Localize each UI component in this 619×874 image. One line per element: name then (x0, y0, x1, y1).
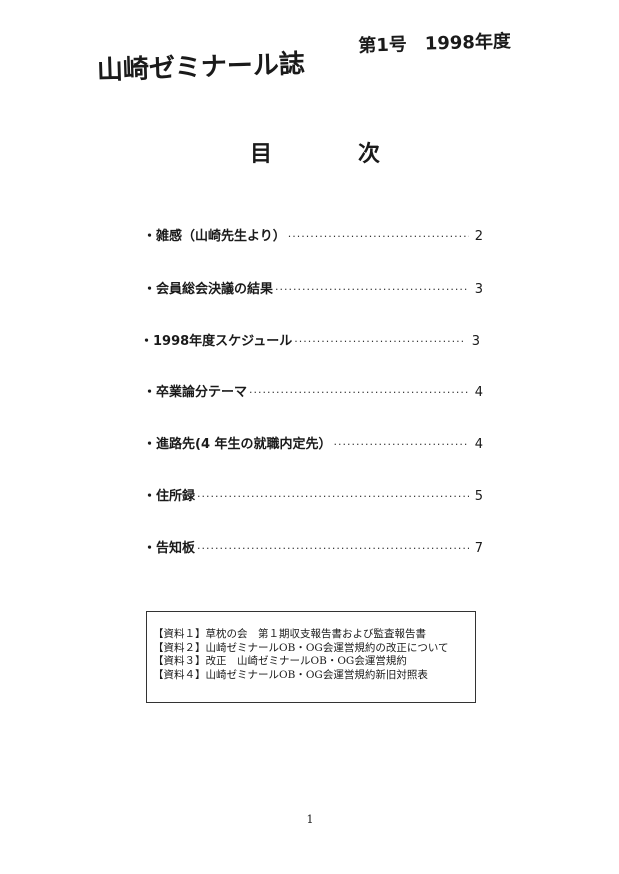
toc-leader-dots (334, 438, 469, 451)
toc-item: ・雑感（山崎先生より） 2 (143, 225, 483, 244)
appendix-box: 【資料１】草枕の会 第１期収支報告書および監査報告書 【資料２】山崎ゼミナールO… (146, 611, 476, 703)
toc-item: ・会員総会決議の結果 3 (143, 278, 483, 297)
toc-item: ・住所録 5 (143, 485, 483, 504)
toc-leader-dots (249, 386, 469, 399)
toc-item-label: ・卒業論分テーマ (143, 385, 248, 400)
journal-header: 山崎ゼミナール誌 第1号 1998年度 (96, 26, 538, 96)
toc-item-page: 4 (474, 437, 483, 452)
toc-item: ・1998年度スケジュール 3 (140, 330, 480, 349)
toc-item-label: ・住所録 (143, 489, 196, 504)
toc-item: ・卒業論分テーマ 4 (143, 381, 483, 400)
toc-heading-char-2: 次 (357, 142, 380, 167)
toc-leader-dots (197, 542, 469, 555)
appendix-item: 【資料４】山崎ゼミナールOB・OG会運営規約新旧対照表 (153, 668, 428, 681)
toc-item: ・進路先(4 年生の就職内定先） 4 (143, 433, 483, 452)
toc-item-label: ・進路先(4 年生の就職内定先） (143, 437, 332, 452)
page-number: 1 (306, 813, 314, 826)
issue-label: 第1号 1998年度 (357, 30, 512, 57)
toc-item-label: ・会員総会決議の結果 (143, 282, 274, 297)
toc-item-label: ・雑感（山崎先生より） (143, 229, 286, 244)
toc-leader-dots (294, 335, 466, 348)
appendix-item: 【資料１】草枕の会 第１期収支報告書および監査報告書 (153, 628, 426, 640)
toc-item-label: ・1998年度スケジュール (140, 334, 293, 349)
toc-item-page: 3 (471, 334, 480, 349)
appendix-item: 【資料２】山崎ゼミナールOB・OG会運営規約の改正について (153, 641, 449, 654)
toc-item: ・告知板 7 (143, 537, 483, 556)
appendix-item: 【資料３】改正 山崎ゼミナールOB・OG会運営規約 (153, 655, 407, 667)
toc-item-label: ・告知板 (143, 541, 196, 556)
toc-item-page: 2 (474, 229, 483, 244)
toc-item-page: 3 (474, 282, 483, 297)
toc-leader-dots (197, 490, 469, 503)
toc-item-page: 5 (474, 489, 483, 504)
toc-item-page: 7 (474, 541, 483, 556)
toc-heading-char-1: 目 (250, 142, 273, 167)
toc-leader-dots (275, 283, 469, 296)
journal-title: 山崎ゼミナール誌 (96, 49, 306, 86)
toc-item-page: 4 (474, 385, 483, 400)
toc-heading: 目 次 (250, 136, 380, 167)
toc-leader-dots (288, 230, 469, 243)
